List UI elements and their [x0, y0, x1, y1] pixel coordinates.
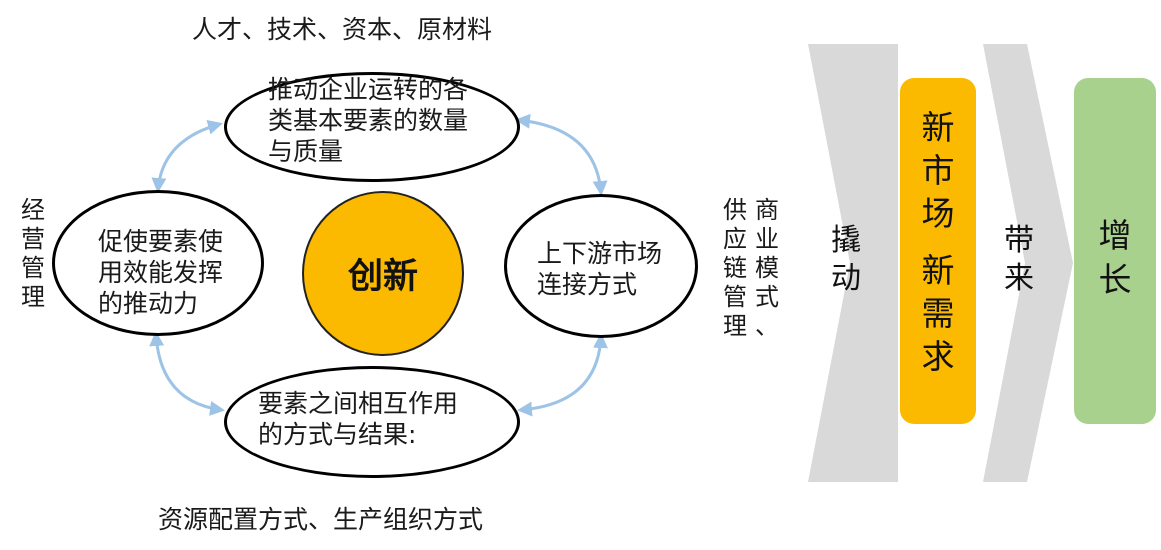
right-vertical-char: 理: [723, 312, 747, 340]
ellipse-text-line: 促使要素使: [98, 227, 224, 256]
left-vertical-label: 经 营 管 理: [20, 196, 46, 312]
ellipse-text-line: 推动企业运转的各: [268, 75, 469, 104]
chevron-leverage-shape: [808, 44, 898, 482]
ellipse-text-line: 连接方式: [537, 270, 638, 299]
right-vertical-char: 管: [723, 283, 747, 311]
right-vertical-col1: 商 业 模 式 、: [754, 196, 780, 341]
connector-bottom-left: [149, 331, 225, 416]
ellipse-text-line: 的推动力: [98, 289, 199, 318]
chevron1-char: 撬: [831, 223, 861, 258]
chevron2-label: 带 来: [999, 222, 1039, 298]
right-vertical-char: 业: [755, 225, 779, 253]
right-vertical-char: 链: [723, 254, 747, 282]
ellipse-text-line: 与质量: [268, 137, 344, 166]
market-char: 求: [921, 337, 955, 376]
left-vertical-char: 经: [21, 196, 45, 224]
growth-char: 增: [1098, 216, 1132, 255]
chevron1-label: 撬 动: [826, 222, 866, 298]
market-char: 市: [921, 151, 955, 190]
ellipse-text-line: 的方式与结果:: [258, 420, 417, 449]
innovation-circle: 创新: [302, 191, 464, 356]
ellipse-text-line: 上下游市场: [537, 239, 663, 268]
ellipse-basic-elements: [224, 72, 520, 182]
right-vertical-char: 式: [755, 283, 779, 311]
market-char: 新: [921, 108, 955, 147]
ellipse-text-line: 用效能发挥: [98, 258, 224, 287]
right-vertical-char: 模: [755, 254, 779, 282]
right-vertical-char: 商: [755, 196, 779, 224]
chevron2-char: 来: [1004, 261, 1034, 296]
ellipse-text-line: 要素之间相互作用: [258, 389, 459, 418]
right-vertical-char: 供: [723, 196, 747, 224]
right-vertical-col2: 供 应 链 管 理: [722, 196, 748, 341]
chevron-bring: [983, 44, 1073, 482]
right-vertical-char: 应: [723, 225, 747, 253]
bottom-caption: 资源配置方式、生产组织方式: [158, 505, 484, 534]
market-char: 需: [921, 294, 955, 333]
ellipse-text-line: 类基本要素的数量: [268, 106, 469, 135]
ellipse-market-connection: [504, 194, 698, 338]
chevron1-char: 动: [831, 261, 861, 296]
right-vertical-char: 、: [755, 312, 779, 340]
ellipse-basic-elements-text: 推动企业运转的各 类基本要素的数量 与质量: [268, 74, 468, 167]
growth-char: 长: [1098, 260, 1132, 299]
chevron2-char: 带: [1004, 223, 1034, 258]
ellipse-driving-force: [52, 190, 264, 336]
ellipse-interaction-text: 要素之间相互作用 的方式与结果:: [258, 388, 458, 450]
left-vertical-char: 管: [21, 254, 45, 282]
market-char: 新: [921, 251, 955, 290]
left-vertical-char: 营: [21, 225, 45, 253]
connector-bottom-right: [517, 333, 608, 417]
connector-top-right: [515, 113, 608, 196]
chevron-leverage: [808, 44, 898, 482]
top-caption: 人才、技术、资本、原材料: [192, 15, 493, 44]
left-vertical-char: 理: [21, 283, 45, 311]
market-char: 场: [921, 194, 955, 233]
growth-box: 增 长: [1074, 78, 1156, 424]
new-market-box: 新 市 场 新 需 求: [900, 78, 976, 424]
ellipse-interaction: [224, 366, 520, 478]
connector-top-left: [151, 119, 223, 193]
ellipse-driving-force-text: 促使要素使 用效能发挥 的推动力: [98, 226, 223, 319]
ellipse-market-connection-text: 上下游市场 连接方式: [537, 238, 662, 300]
